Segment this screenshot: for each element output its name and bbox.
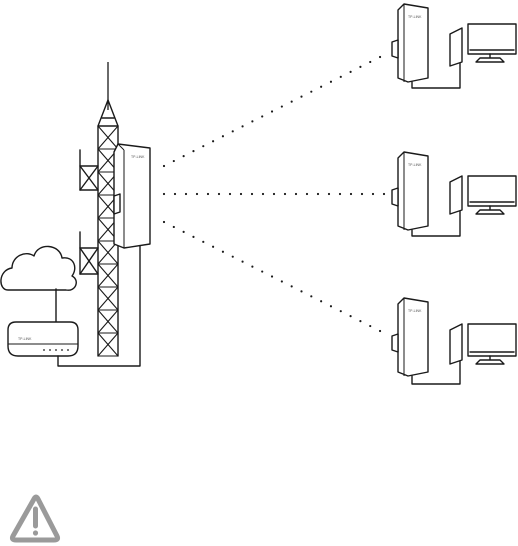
cloud-icon <box>1 246 76 290</box>
warning-triangle-icon <box>12 497 57 540</box>
outdoor-cpe-icon: TP-LINK <box>114 144 150 248</box>
router-icon: TP-LINK <box>8 322 78 356</box>
wireless-link-3 <box>164 222 386 334</box>
client-cpe-3-brand-label: TP-LINK <box>408 309 422 313</box>
router-brand-label: TP-LINK <box>18 337 32 341</box>
client-station-2: TP-LINK <box>392 152 516 236</box>
client-cpe-1-brand-label: TP-LINK <box>408 15 422 19</box>
outdoor-cpe-icon: TP-LINK <box>392 4 428 82</box>
client-cpe-2-brand-label: TP-LINK <box>408 163 422 167</box>
client-station-1: TP-LINK <box>392 4 516 88</box>
outdoor-cpe-icon: TP-LINK <box>392 298 428 376</box>
tower-mount-lower <box>80 232 98 274</box>
client-station-3: TP-LINK <box>392 298 516 384</box>
base-cpe-brand-label: TP-LINK <box>131 155 145 159</box>
wireless-link-1 <box>164 54 386 166</box>
desktop-computer-icon <box>450 24 516 66</box>
desktop-computer-icon <box>450 176 516 214</box>
tower-mount-upper <box>80 150 98 190</box>
outdoor-cpe-icon: TP-LINK <box>392 152 428 230</box>
desktop-computer-icon <box>450 324 516 364</box>
lattice-tower-icon <box>80 62 118 356</box>
